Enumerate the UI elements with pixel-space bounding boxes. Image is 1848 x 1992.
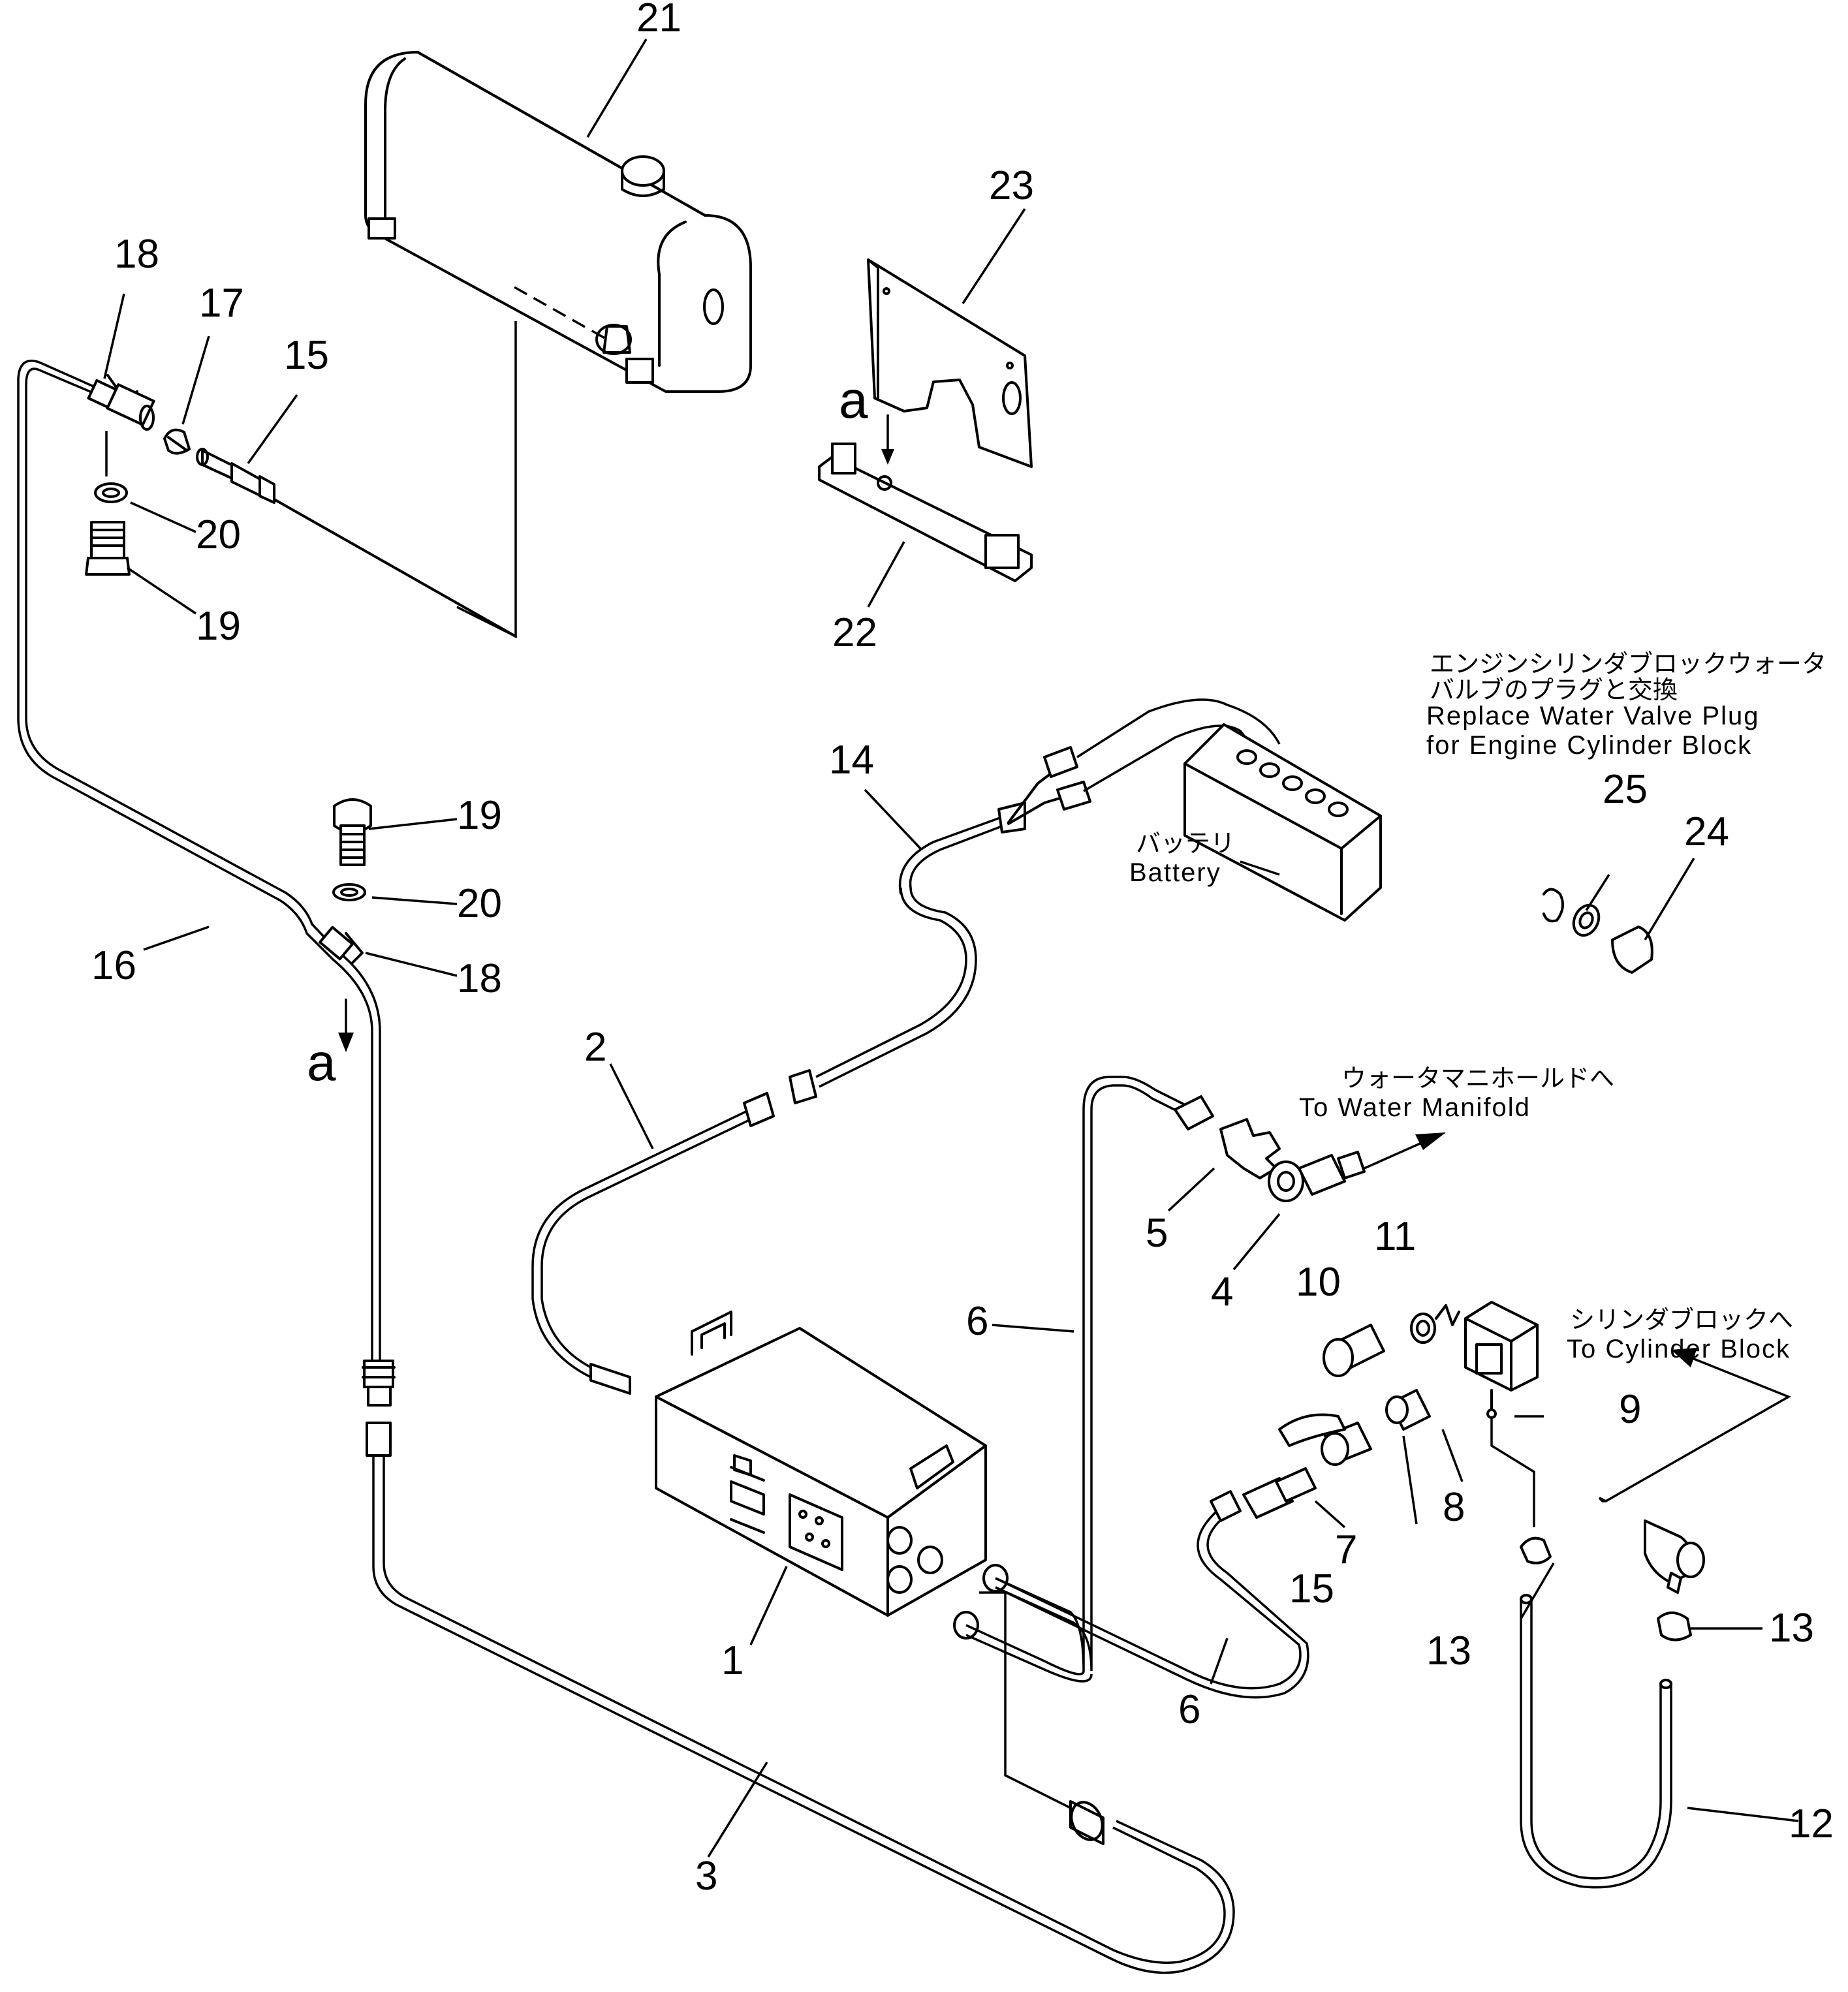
plug-24-25 [1543, 888, 1653, 974]
arrow-to-water-manifold [1364, 1132, 1446, 1170]
note-battery-jp: バッテリ [1136, 829, 1235, 858]
callout-15-lower: 15 [1289, 1566, 1334, 1611]
callout-1: 1 [721, 1638, 744, 1683]
note-water-manifold-en: To Water Manifold [1299, 1093, 1531, 1122]
parts-upper-left [85, 428, 517, 638]
callout-13-left: 13 [1426, 1628, 1471, 1673]
arrow-to-cylinder-block [1598, 1348, 1792, 1502]
bracket-23 [867, 258, 1033, 468]
note-cylinder-block-jp: シリンダブロックへ [1570, 1305, 1793, 1334]
callout-17: 17 [199, 281, 244, 326]
view-mark-a-upper: a [839, 371, 868, 429]
callout-18-upper: 18 [114, 232, 159, 277]
note-cylinder-block: シリンダブロックへ To Cylinder Block [1567, 1305, 1793, 1363]
fitting-9 [1464, 1301, 1539, 1527]
callout-22: 22 [832, 610, 877, 655]
callout-8: 8 [1443, 1485, 1465, 1530]
view-mark-a-lower: a [307, 1033, 336, 1091]
callout-15-upper: 15 [284, 333, 329, 378]
callout-9: 9 [1619, 1387, 1641, 1432]
callout-3: 3 [695, 1854, 717, 1899]
callout-5: 5 [1146, 1211, 1168, 1256]
hose-6 [965, 1076, 1309, 1699]
callout-16: 16 [91, 943, 136, 988]
callout-21: 21 [636, 0, 681, 40]
note-water-manifold-jp: ウォータマニホールドへ [1341, 1064, 1614, 1093]
base-22 [818, 414, 1033, 582]
note-engine-block: エンジンシリンダブロックウォータ バルブのプラグと交換 Replace Wate… [1426, 649, 1826, 760]
note-engine-block-en-line1: Replace Water Valve Plug [1426, 702, 1759, 730]
callout-11: 11 [1374, 1214, 1416, 1259]
callout-19-upper: 19 [196, 604, 241, 649]
callout-7: 7 [1335, 1527, 1357, 1572]
callout-23: 23 [989, 163, 1034, 208]
callout-labels: 21 23 22 18 17 15 20 19 19 20 18 16 14 2… [91, 0, 1834, 1899]
callout-14: 14 [829, 738, 874, 783]
leader-lines [103, 39, 1799, 1858]
tank-21 [364, 51, 752, 638]
fittings-lower [1242, 1304, 1460, 1519]
controller-1 [589, 1311, 1009, 1640]
callout-20-middle: 20 [457, 881, 502, 926]
pipe-3 [366, 1422, 1235, 1974]
callout-25: 25 [1603, 767, 1648, 812]
callout-6-lower: 6 [1178, 1687, 1200, 1732]
pipe-16 [17, 360, 396, 1407]
view-marks: a a [307, 371, 868, 1091]
callout-10: 10 [1296, 1260, 1341, 1305]
callout-13-right: 13 [1769, 1606, 1814, 1651]
note-engine-block-jp-line1: エンジンシリンダブロックウォータ [1430, 649, 1826, 678]
callout-4: 4 [1211, 1269, 1233, 1315]
hose-12 [1520, 1519, 1705, 1889]
note-battery-en: Battery [1129, 858, 1221, 887]
note-cylinder-block-en: To Cylinder Block [1567, 1335, 1791, 1363]
callout-12: 12 [1789, 1801, 1834, 1846]
note-engine-block-en-line2: for Engine Cylinder Block [1426, 731, 1752, 760]
callout-6-upper: 6 [966, 1299, 988, 1344]
battery [1183, 723, 1382, 922]
callout-20-upper: 20 [196, 512, 241, 557]
callout-18-middle: 18 [457, 956, 502, 1001]
parts-middle-left [332, 798, 372, 1052]
note-engine-block-jp-line2: バルブのプラグと交換 [1430, 676, 1678, 704]
note-water-manifold: ウォータマニホールドへ To Water Manifold [1299, 1064, 1614, 1122]
note-battery: バッテリ Battery [1129, 829, 1235, 887]
valve-4-5 [1219, 1118, 1366, 1202]
callout-19-middle: 19 [457, 793, 502, 838]
harness-2-14 [531, 698, 1281, 1378]
callout-2: 2 [584, 1025, 606, 1070]
callout-24: 24 [1684, 809, 1729, 854]
